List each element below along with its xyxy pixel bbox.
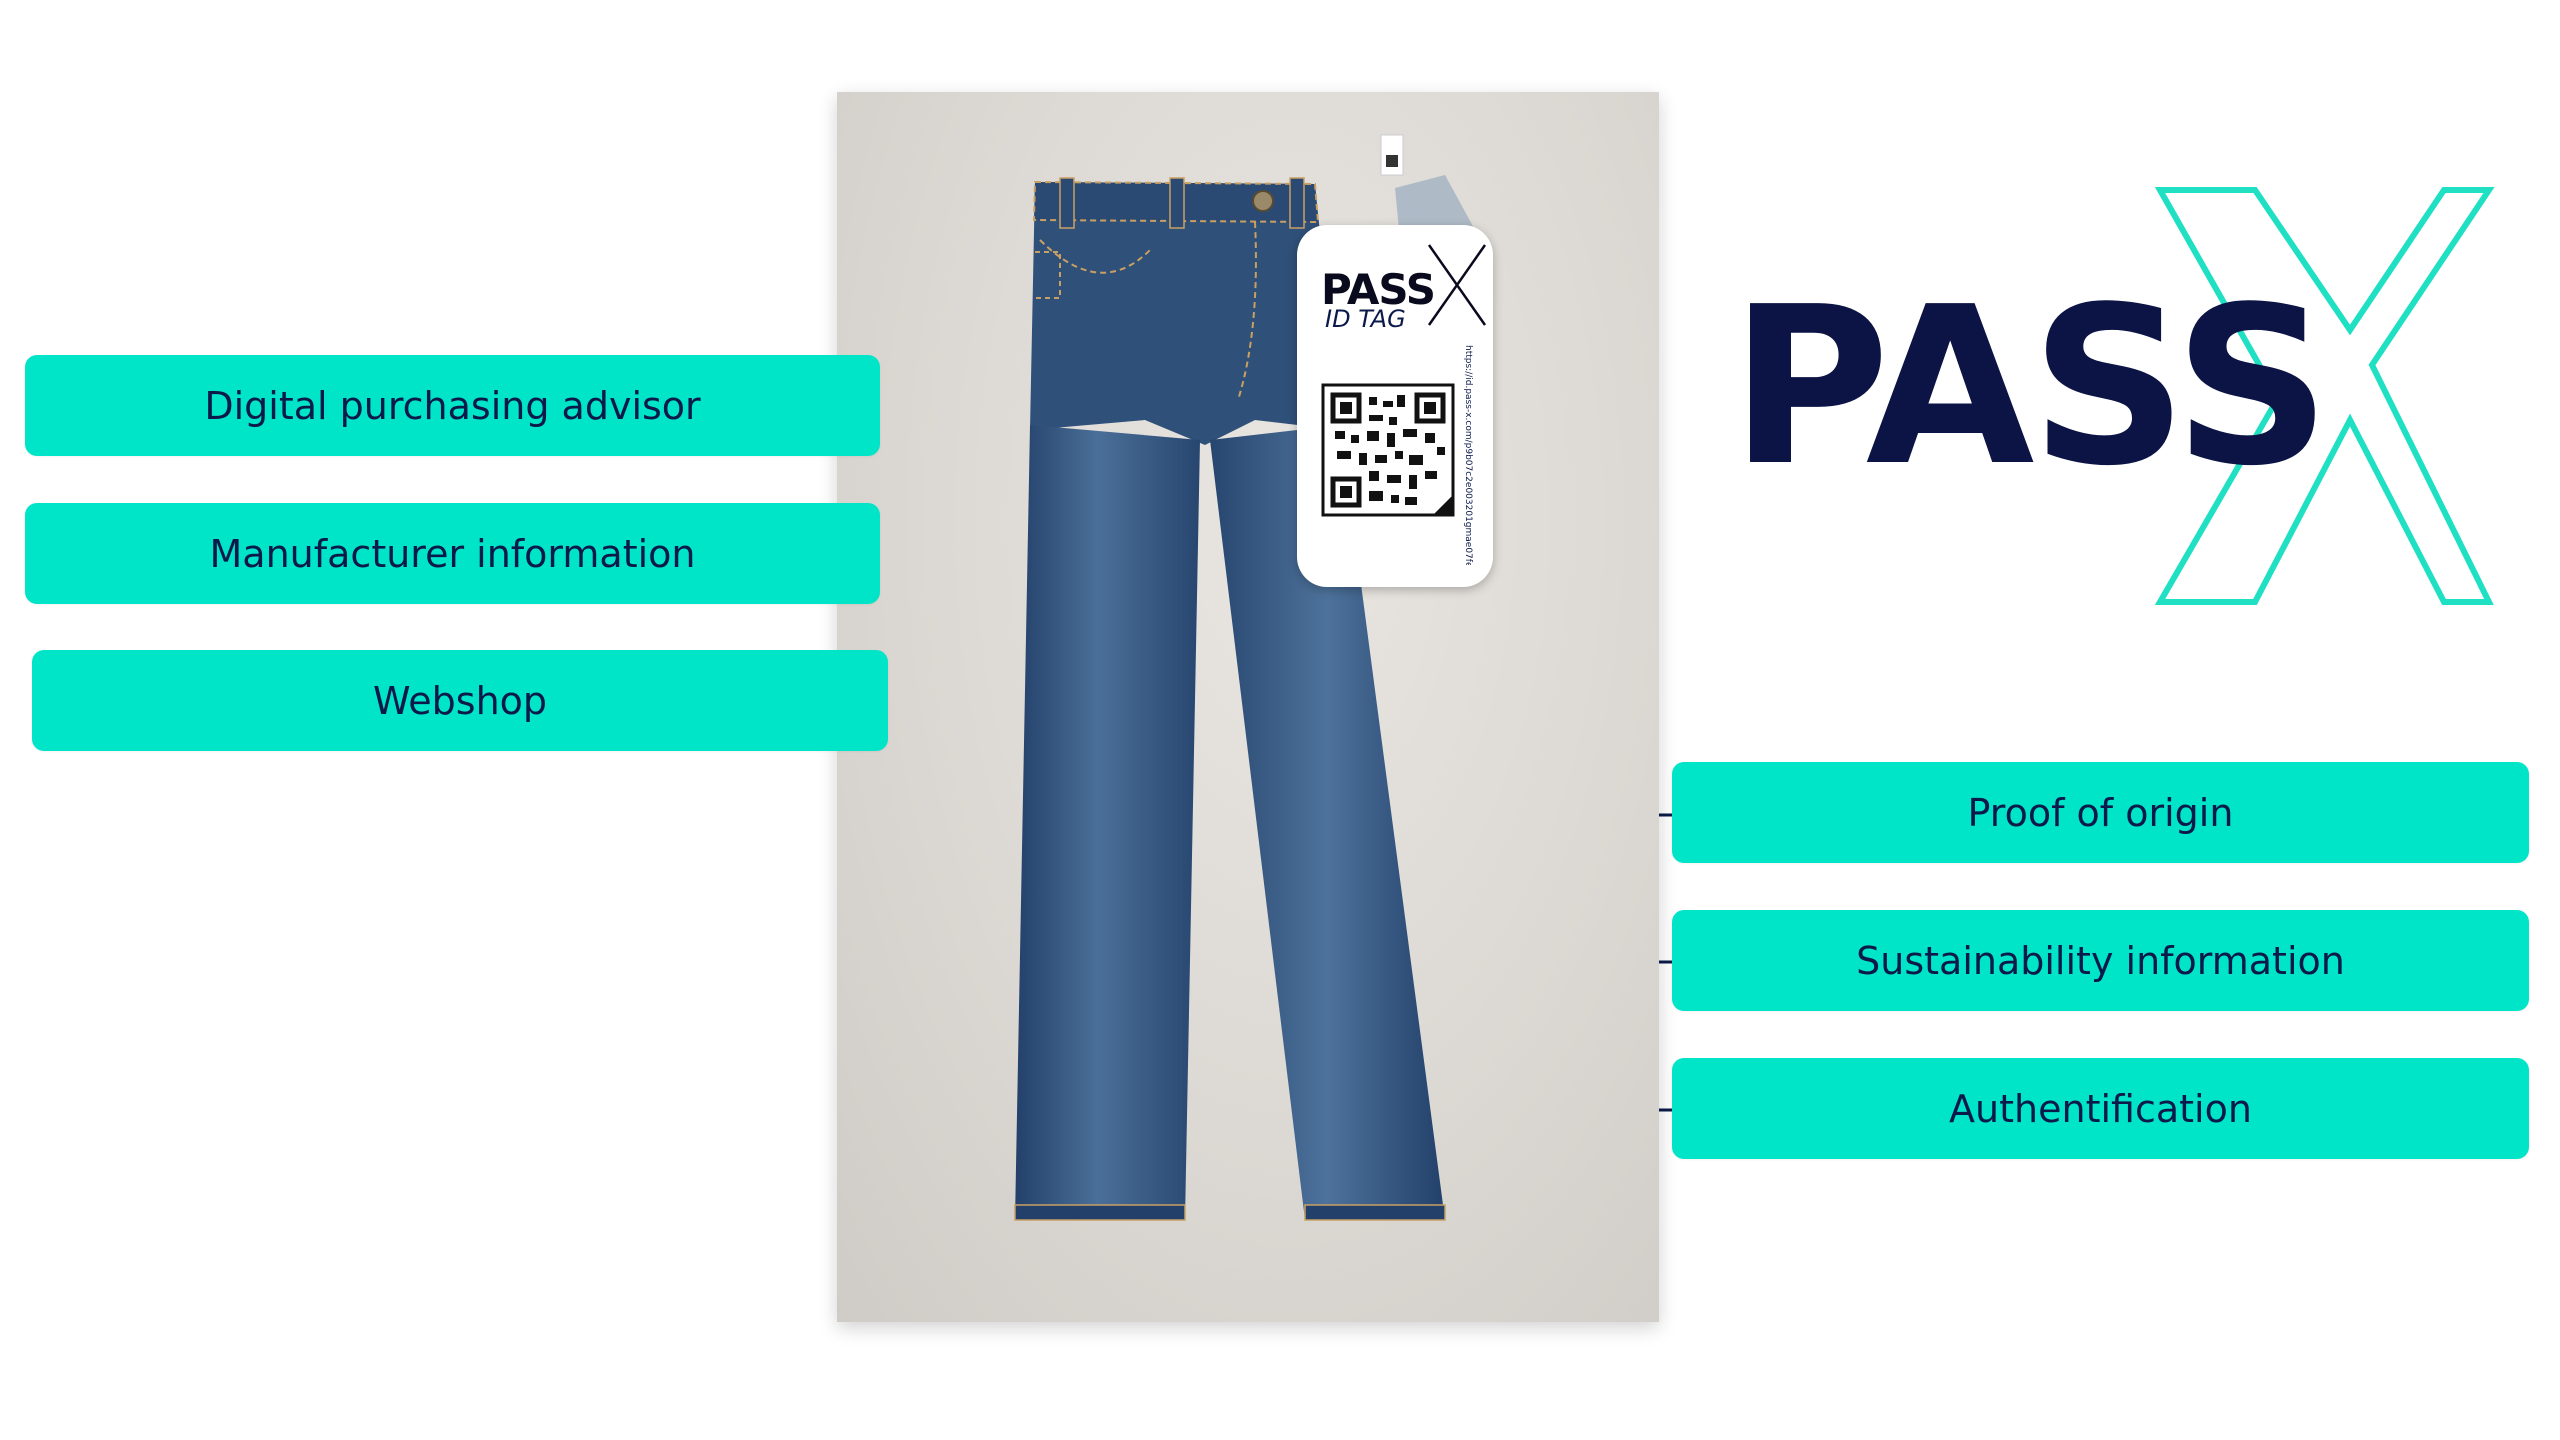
feature-digital-purchasing-advisor: Digital purchasing advisor [25, 355, 880, 456]
tag-brand: PASS [1321, 265, 1436, 314]
feature-label: Sustainability information [1856, 938, 2345, 983]
feature-authentification: Authentification [1672, 1058, 2529, 1159]
qr-code [1321, 383, 1455, 517]
feature-label: Proof of origin [1967, 790, 2234, 835]
feature-manufacturer-information: Manufacturer information [25, 503, 880, 604]
feature-sustainability-information: Sustainability information [1672, 910, 2529, 1011]
feature-proof-of-origin: Proof of origin [1672, 762, 2529, 863]
feature-label: Webshop [372, 678, 548, 723]
tag-subtitle: ID TAG [1325, 305, 1406, 333]
tag-url: https://id.pass-x.com/p9b07c2e003201gmae… [1463, 345, 1473, 565]
feature-label: Authentification [1949, 1086, 2252, 1131]
jeans-body [1030, 182, 1340, 445]
logo-text: PASS [1730, 261, 2327, 514]
feature-webshop: Webshop [32, 650, 888, 751]
jeans-right-leg [1210, 425, 1445, 1220]
feature-label: Manufacturer information [209, 531, 696, 576]
tag-x-mark [1321, 244, 1487, 517]
logo-x-mark [2154, 187, 2495, 605]
jeans-left-leg [1015, 425, 1200, 1220]
id-tag-card: PASS ID TAG https://id.pass-x. [1297, 225, 1493, 587]
feature-label: Digital purchasing advisor [204, 383, 701, 428]
